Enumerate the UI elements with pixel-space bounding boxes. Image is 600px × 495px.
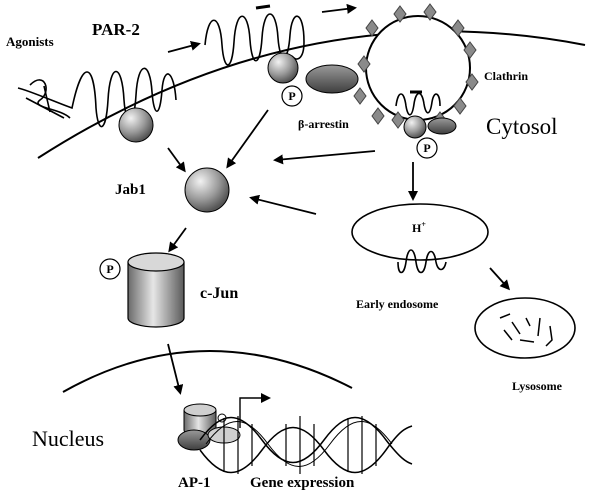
label-cjun: c-Jun xyxy=(200,285,238,302)
label-cytosol: Cytosol xyxy=(486,114,558,139)
ap1-complex xyxy=(177,403,241,451)
phosphate-circle-cjun xyxy=(99,258,121,280)
arrow-endosome-to-jab1 xyxy=(249,194,317,215)
label-gene-expression: Gene expression xyxy=(250,475,355,491)
early-endosome xyxy=(351,203,489,261)
receptor-tail-top xyxy=(255,4,271,10)
label-jab1: Jab1 xyxy=(115,182,146,198)
arrow-top-receptor-to-jab1 xyxy=(226,109,269,169)
dna-helix-icon xyxy=(199,416,413,474)
arrow-endosome-to-lysosome xyxy=(489,267,511,291)
arrow-top-right xyxy=(321,3,357,14)
arrow-agonist-to-par2 xyxy=(167,40,201,53)
arrow-cjun-to-ap1 xyxy=(167,343,184,395)
beta-arrestin-shape xyxy=(305,64,359,94)
g-protein-ball-top xyxy=(267,52,299,84)
par2-receptor-endosome xyxy=(397,249,447,274)
par2-receptor-left xyxy=(17,67,177,128)
lysosome xyxy=(474,297,576,359)
plasma-membrane xyxy=(37,30,586,159)
label-lysosome: Lysosome xyxy=(512,379,563,393)
phosphate-circle-top xyxy=(281,85,303,107)
cjun-cylinder xyxy=(127,252,185,328)
jab1-ball xyxy=(184,167,230,213)
label-clathrin: Clathrin xyxy=(484,69,528,83)
lysosome-fragments xyxy=(499,313,553,347)
pathway-arrows xyxy=(167,3,511,395)
label-h-plus: H+ xyxy=(412,220,426,235)
par2-receptor-top xyxy=(204,13,305,66)
arrow-vesicle-to-jab1 xyxy=(273,150,376,165)
label-ap1: AP-1 xyxy=(178,475,211,491)
label-nucleus: Nucleus xyxy=(32,426,104,451)
phosphate-circle-vesicle xyxy=(416,137,438,159)
arrow-jab1-to-cjun xyxy=(168,227,187,253)
beta-arrestin-vesicle xyxy=(427,117,457,135)
transcription-start-arrow xyxy=(239,393,271,428)
dna-base-pairs xyxy=(223,416,377,474)
phosphate-label-top: P xyxy=(288,89,295,103)
label-agonists: Agonists xyxy=(6,34,54,49)
nuclear-membrane xyxy=(62,350,353,393)
phosphate-label-vesicle: P xyxy=(423,141,430,155)
g-protein-ball-left xyxy=(118,107,154,143)
label-early-endosome: Early endosome xyxy=(356,297,439,311)
label-beta-arrestin: β-arrestin xyxy=(298,117,349,131)
g-protein-ball-vesicle xyxy=(403,115,427,139)
label-par2: PAR-2 xyxy=(92,20,140,39)
phosphate-label-cjun: P xyxy=(106,262,113,276)
arrow-left-receptor-to-jab1 xyxy=(167,147,186,173)
